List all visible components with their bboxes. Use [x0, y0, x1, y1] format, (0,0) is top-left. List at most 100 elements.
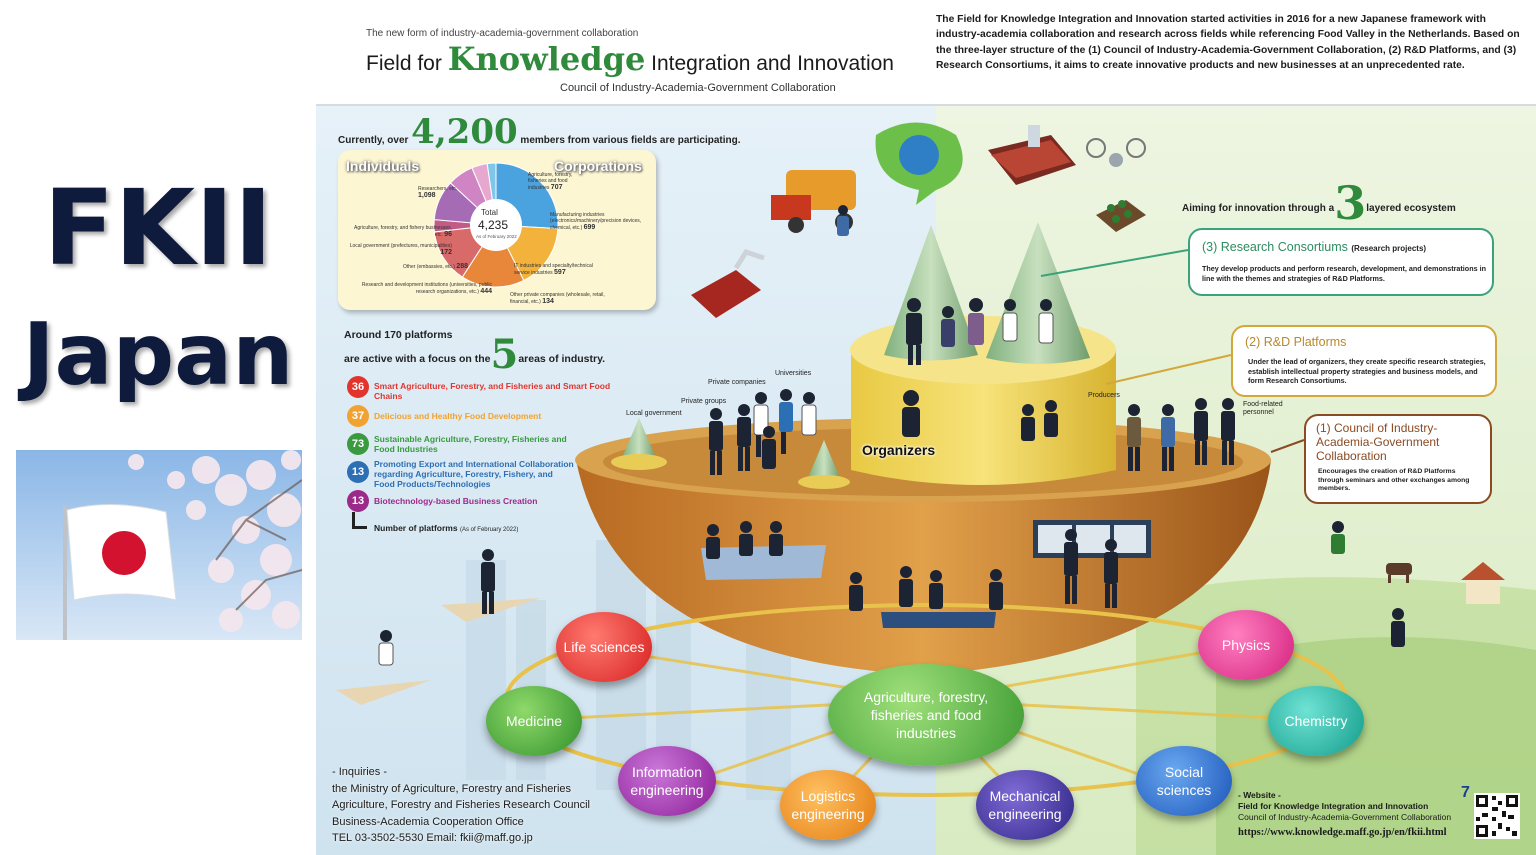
- left-panel: FKII Japan: [0, 0, 316, 855]
- donut-slice: [461, 223, 525, 288]
- title-post: Integration and Innovation: [645, 52, 894, 75]
- title-knowledge: Knowledge: [447, 40, 646, 78]
- area-label-3: Sustainable Agriculture, Forestry, Fishe…: [374, 434, 567, 454]
- field-life-sciences: Life sciences: [556, 612, 652, 682]
- seg-other: Other (embassies, etc.) 288: [402, 263, 468, 270]
- label-local-government: Local government: [626, 410, 682, 417]
- members-post: members from various fields are particip…: [520, 135, 741, 146]
- seg-rnd-inst: Research and development institutions (u…: [361, 282, 492, 295]
- header-title: Field for Knowledge Integration and Inno…: [366, 40, 894, 78]
- council-box: (1) Council of Industry-Academia-Governm…: [1304, 414, 1492, 504]
- drone-illustration: [1086, 138, 1146, 232]
- robot-arm-illustration: [691, 249, 765, 318]
- title-japan: Japan: [22, 305, 294, 405]
- area-label-2: Delicious and Healthy Food Development: [374, 411, 542, 421]
- council-body: Encourages the creation of R&D Platforms…: [1318, 468, 1470, 492]
- desk-center: [881, 612, 996, 628]
- field-medicine: Medicine: [486, 686, 582, 756]
- ecosystem-three: 3: [1334, 176, 1367, 230]
- label-private-groups: Private groups: [681, 398, 727, 405]
- seg-other-private: Other private companies (wholesale, reta…: [510, 292, 605, 305]
- donut-as-of: As of February 2022: [476, 234, 517, 239]
- area-count-5: 13: [347, 490, 369, 512]
- flag-illustration: [63, 450, 302, 640]
- field-physics: Physics: [1198, 610, 1294, 680]
- seg-agri-food: Agriculture, forestry, fisheries and foo…: [528, 172, 573, 191]
- fkii-poster: The new form of industry-academia-govern…: [316, 0, 1536, 855]
- platforms-line1: Around 170 platforms: [344, 329, 453, 341]
- inquiries-line2: Agriculture, Forestry and Fisheries Rese…: [332, 799, 590, 811]
- website-line2: Council of Industry-Academia-Government …: [1238, 812, 1452, 822]
- donut-total-value: 4,235: [478, 218, 509, 232]
- label-food-related: Food-related personnel: [1243, 401, 1283, 416]
- website-line1: Field for Knowledge Integration and Inno…: [1238, 801, 1429, 811]
- field-mechanical-engineering: Mechanical engineering: [976, 770, 1074, 840]
- qr-code-icon: [1474, 793, 1520, 839]
- area-count-1: 36: [347, 376, 369, 398]
- video-conference-screens: [1033, 520, 1151, 558]
- ecosystem-heading: Aiming for innovation through a3layered …: [1182, 176, 1456, 230]
- platforms-note: Number of platforms (As of February 2022…: [374, 523, 519, 533]
- label-producers: Producers: [1088, 392, 1120, 399]
- platforms-heading: Around 170 platforms are active with a f…: [344, 328, 606, 378]
- label-private-companies: Private companies: [708, 379, 766, 386]
- field-center: Agriculture, forestry, fisheries and foo…: [828, 664, 1024, 766]
- website-url[interactable]: https://www.knowledge.maff.go.jp/en/fkii…: [1238, 827, 1447, 838]
- seg-agri-businesses: Agriculture, forestry, and fishery busin…: [354, 225, 453, 238]
- rnd-platform-cylinder: [851, 350, 1116, 485]
- poster-header: The new form of industry-academia-govern…: [316, 0, 1536, 106]
- header-tagline: The new form of industry-academia-govern…: [366, 28, 639, 39]
- organizers-label: Organizers: [862, 442, 936, 458]
- members-panel: Individuals Corporations Total 4,235 As …: [338, 150, 656, 310]
- website-block: - Website - Field for Knowledge Integrat…: [1238, 790, 1451, 838]
- area-count-4: 13: [347, 461, 369, 483]
- consortiums-title: (3) Research Consortiums (Research proje…: [1202, 240, 1427, 254]
- title-fkii: FKII: [43, 167, 273, 289]
- area-count-2: 37: [347, 405, 369, 427]
- inquiries-title: - Inquiries -: [332, 766, 388, 778]
- inquiries-line4: TEL 03-3502-5530 Email: fkii@maff.go.jp: [332, 832, 533, 844]
- title-pre: Field for: [366, 52, 448, 75]
- website-title: - Website -: [1238, 790, 1281, 800]
- globe-chat-icon: [875, 122, 963, 205]
- farm-house: [1461, 562, 1505, 604]
- council-title: (1) Council of Industry-Academia-Governm…: [1316, 421, 1440, 463]
- consortiums-body: They develop products and perform resear…: [1202, 264, 1486, 283]
- rnd-box: (2) R&D Platforms Under the lead of orga…: [1231, 325, 1497, 397]
- smart-greenhouse-illustration: [988, 125, 1076, 185]
- donut-total-label: Total: [481, 208, 498, 217]
- platforms-note-arrow-icon: [352, 512, 367, 529]
- platforms-five: 5: [490, 331, 519, 378]
- members-pre: Currently, over: [338, 135, 409, 146]
- field-information-engineering: Information engineering: [618, 746, 716, 816]
- platforms-line2: are active with a focus on the5areas of …: [344, 331, 606, 378]
- council-bowl: [576, 440, 1271, 675]
- area-label-4: Promoting Export and International Colla…: [374, 459, 574, 489]
- inquiries-block: - Inquiries - the Ministry of Agricultur…: [332, 764, 590, 847]
- members-line: Currently, over 4,200 members from vario…: [338, 112, 741, 152]
- japan-flag-photo: [16, 450, 302, 640]
- rnd-body: Under the lead of organizers, they creat…: [1248, 357, 1486, 385]
- seg-researchers: Researchers, etc.1,098: [418, 186, 458, 199]
- page-number: 7: [1461, 784, 1470, 801]
- header-council: Council of Industry-Academia-Government …: [560, 82, 836, 94]
- desk-left: [701, 545, 826, 580]
- field-logistics-engineering: Logistics engineering: [780, 770, 876, 840]
- inquiries-line1: the Ministry of Agriculture, Forestry an…: [332, 782, 572, 795]
- area-label-5: Biotechnology-based Business Creation: [374, 496, 538, 506]
- inquiries-line3: Business-Academia Cooperation Office: [332, 815, 524, 828]
- consortiums-box: (3) Research Consortiums (Research proje…: [1188, 228, 1494, 296]
- label-universities: Universities: [775, 370, 812, 377]
- harvester-illustration: [771, 170, 856, 233]
- area-label-1: Smart Agriculture, Forestry, and Fisheri…: [374, 381, 611, 401]
- members-count: 4,200: [411, 112, 518, 152]
- seg-manufacturing: Manufacturing industries (electronics/ma…: [550, 212, 642, 231]
- seg-it: IT industries and specialty/technical se…: [514, 263, 593, 276]
- area-count-3: 73: [347, 433, 369, 455]
- individuals-label: Individuals: [346, 158, 420, 174]
- seg-local-gov: Local government (prefectures, municipal…: [349, 243, 452, 256]
- corporations-label: Corporations: [554, 158, 642, 174]
- rnd-title: (2) R&D Platforms: [1245, 335, 1347, 349]
- callout-connectors: [1040, 249, 1305, 453]
- field-chemistry: Chemistry: [1268, 686, 1364, 756]
